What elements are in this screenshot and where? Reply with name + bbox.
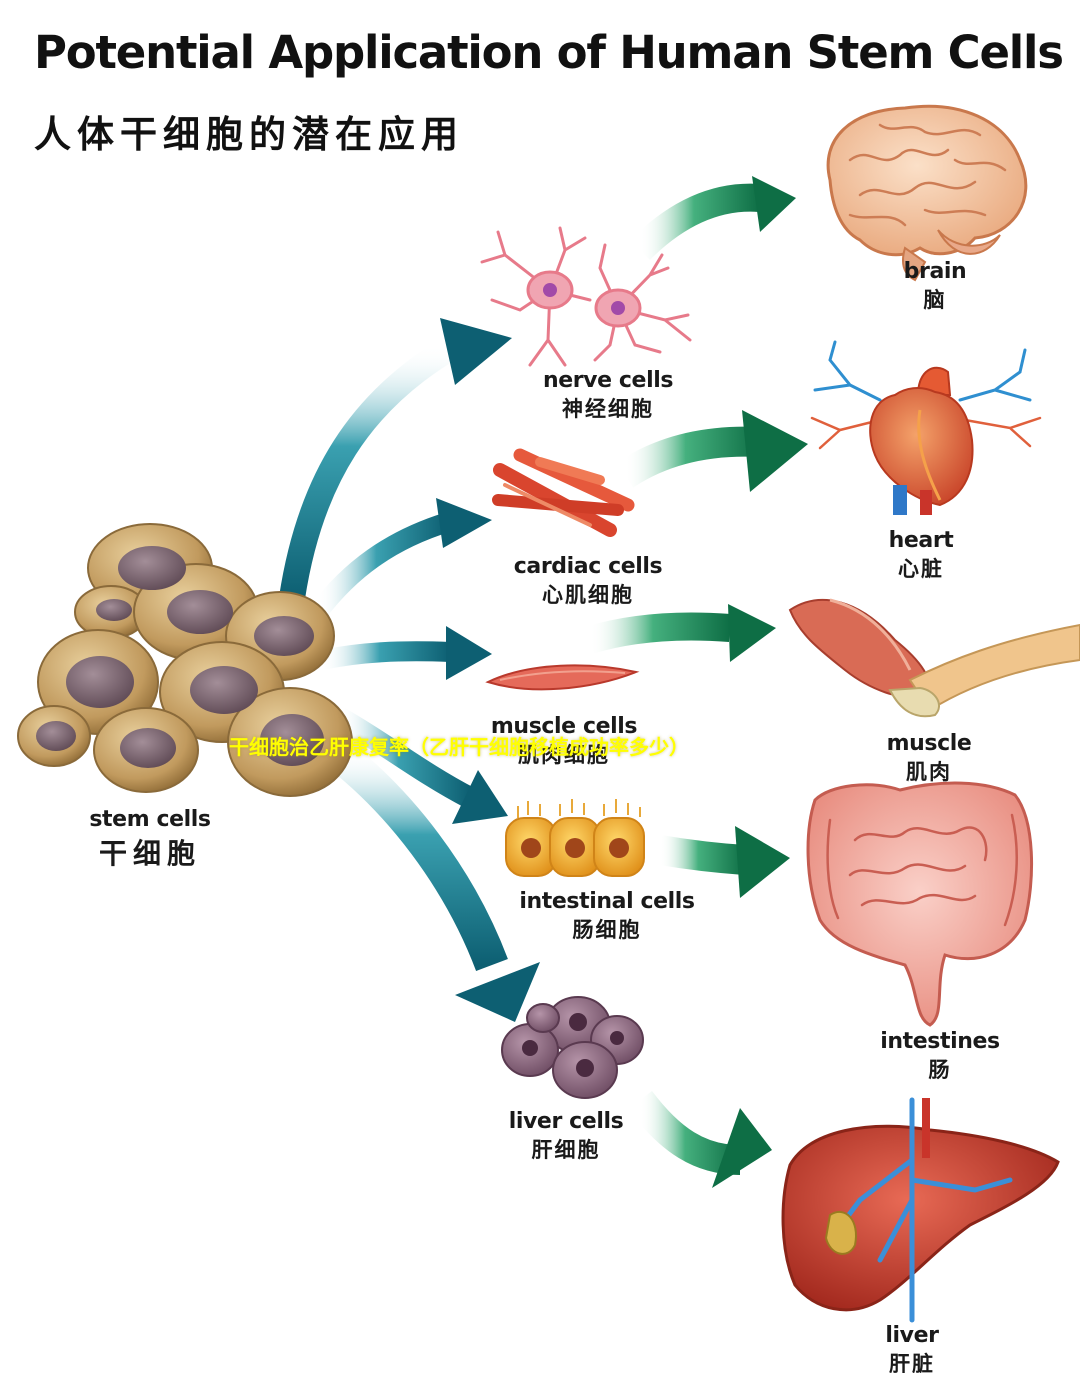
arrow-to-cardiac-cells [310,498,492,619]
label-intestines: intestines 肠 [880,1028,1000,1084]
arrow-to-muscle [585,604,776,662]
label-nerve-cells: nerve cells 神经细胞 [543,367,673,423]
label-liver: liver 肝脏 [885,1322,939,1373]
label-brain: brain 脑 [904,258,967,314]
label-cardiac-cells: cardiac cells 心肌细胞 [514,553,663,609]
title-english: Potential Application of Human Stem Cell… [34,26,1064,79]
label-muscle-en: muscle [886,731,972,756]
label-cardiac-cells-zh: 心肌细胞 [541,583,634,607]
label-liver-zh: 肝脏 [888,1352,935,1373]
title-chinese: 人体干细胞的潜在应用 [34,113,464,156]
arrow-to-nerve-cells [279,318,512,600]
label-muscle-cells-zh: 肌肉细胞 [518,743,610,767]
label-stem-cells-en: stem cells [89,807,211,832]
label-muscle: muscle 肌肉 [887,730,972,786]
arm-muscle-illustration [788,598,1080,718]
label-intestinal-cells-en: intestinal cells [519,889,695,914]
arrow-to-liver [628,1090,772,1188]
arrow-to-heart [616,410,808,492]
label-intestines-zh: 肠 [928,1058,952,1082]
arrow-to-muscle-cells [319,626,492,680]
label-intestinal-cells-zh: 肠细胞 [572,918,642,942]
nerve-cells-illustration [480,226,692,367]
label-intestinal-cells: intestinal cells 肠细胞 [519,888,695,944]
label-liver-cells-zh: 肝细胞 [531,1138,601,1162]
arrow-to-intestines [657,826,790,898]
label-stem-cells-zh: 干细胞 [98,837,202,870]
label-stem-cells: stem cells 干细胞 [89,806,211,874]
label-brain-en: brain [903,259,967,284]
label-nerve-cells-en: nerve cells [542,368,674,393]
liver-cells-illustration [501,996,644,1099]
label-liver-cells: liver cells 肝细胞 [509,1108,624,1164]
arrow-to-intestinal-cells [334,708,508,824]
intestines-illustration [806,781,1034,1027]
label-liver-cells-en: liver cells [508,1109,624,1134]
liver-illustration [781,1097,1060,1323]
label-heart-zh: 心脏 [897,557,944,581]
label-brain-zh: 脑 [923,288,947,312]
label-muscle-cells: muscle cells 肌肉细胞 [490,713,638,769]
stem-cells-illustration [17,523,353,797]
label-muscle-zh: 肌肉 [905,760,952,784]
overlay-caption: 干细胞治乙肝康复率（乙肝干细胞移植成功率多少） [229,735,689,759]
muscle-cells-illustration [485,664,640,691]
cardiac-cells-illustration [492,448,635,537]
brain-illustration [826,104,1028,282]
label-nerve-cells-zh: 神经细胞 [562,397,654,421]
intestinal-cells-illustration [505,799,645,877]
label-cardiac-cells-en: cardiac cells [513,554,663,579]
label-liver-en: liver [885,1323,939,1348]
arrow-to-liver-cells [319,734,540,1022]
label-intestines-en: intestines [880,1029,1000,1054]
arrow-to-brain [630,176,796,261]
label-heart: heart 心脏 [889,527,954,583]
heart-illustration [810,340,1042,515]
label-muscle-cells-en: muscle cells [490,714,638,739]
label-heart-en: heart [888,528,954,553]
